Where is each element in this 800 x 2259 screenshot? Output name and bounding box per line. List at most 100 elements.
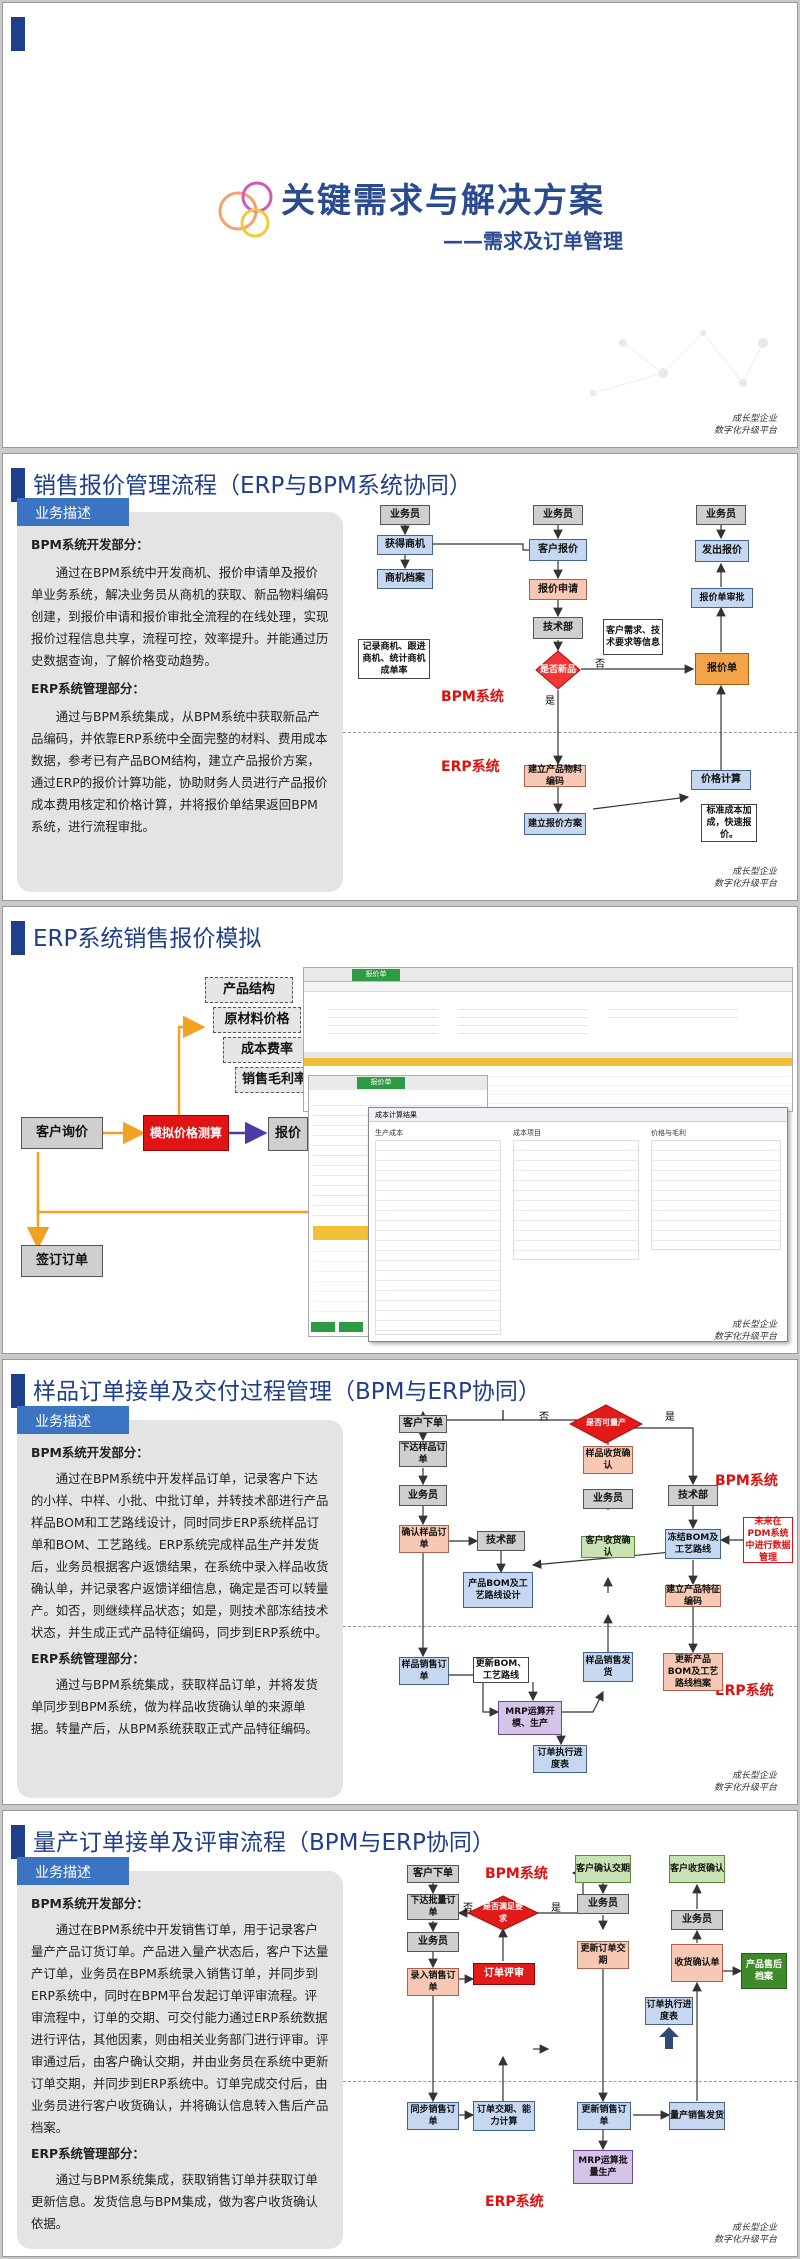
label-erp: ERP系统 [441, 759, 500, 775]
node-confirm-sheet: 收货确认单 [671, 1944, 723, 1982]
dialog-col-1: 生产成本 [375, 1129, 403, 1137]
erp-heading: ERP系统管理部分： [31, 1651, 145, 1666]
node-salesman-3: 业务员 [696, 505, 746, 525]
slide-title: 量产订单接单及评审流程（BPM与ERP协同） [33, 1830, 495, 1856]
node-tech: 技术部 [477, 1531, 525, 1551]
cover-title: 关键需求与解决方案 [281, 181, 605, 221]
rings-logo [218, 181, 273, 238]
node-update-order: 更新销售订单 [577, 2102, 631, 2130]
decision-is-new-label: 是否新品 [539, 665, 576, 675]
description-tag: 业务描述 [17, 498, 129, 526]
node-salesman-2: 业务员 [533, 505, 583, 525]
description-tag: 业务描述 [17, 1406, 129, 1434]
system-divider [343, 732, 797, 733]
erp-heading: ERP系统管理部分： [31, 2146, 145, 2161]
node-customer-confirm: 客户确认交期 [575, 1855, 631, 1883]
decision-is-pass-label: 是否满足要求 [483, 1902, 523, 1923]
bpm-text: 通过在BPM系统中开发样品订单，记录客户下达的小样、中样、小批、中批订单，并转技… [31, 1471, 329, 1640]
title-bar-accent [11, 921, 25, 955]
system-divider [343, 1626, 797, 1627]
label-bpm: BPM系统 [715, 1473, 778, 1489]
note-opportunity: 记录商机、跟进商机、统计商机成单率 [358, 639, 430, 679]
node-update-bom: 更新BOM、工艺路线 [473, 1657, 529, 1683]
node-customer-order: 客户下单 [399, 1415, 447, 1433]
dialog-col-3: 价格与毛利 [651, 1129, 686, 1137]
node-new-product-bom: 更新产品BOM及工艺路线档案 [663, 1653, 723, 1691]
node-salesman-3: 业务员 [671, 1910, 723, 1930]
node-exec-report: 订单执行进度表 [645, 1997, 693, 2025]
erp-text: 通过与BPM系统集成，获取样品订单，并将发货单同步到BPM系统，做为样品收货确认… [31, 1677, 318, 1736]
flow-arrows [428, 1868, 743, 2151]
node-customer-receipt: 客户收货确认 [581, 1536, 635, 1558]
node-receipt-confirm: 客户收货确认 [669, 1855, 725, 1883]
node-create-plan: 建立报价方案 [524, 813, 586, 835]
system-divider [343, 2081, 797, 2082]
description-tag: 业务描述 [17, 1857, 129, 1885]
node-after-sale: 产品售后档案 [741, 1953, 787, 1989]
decor-dots [590, 330, 768, 396]
node-customer-order: 客户下单 [407, 1865, 459, 1883]
slide-mass-order: 量产订单接单及评审流程（BPM与ERP协同） BPM系统开发部分： 通过在BPM… [2, 1810, 798, 2257]
bpm-heading: BPM系统开发部分： [31, 1445, 149, 1460]
node-customer-quote: 客户报价 [529, 539, 587, 561]
erp-text: 通过与BPM系统集成，获取销售订单并获取订单更新信息。发货信息与BPM集成，做为… [31, 2172, 318, 2231]
node-sample-ship: 样品销售发货 [583, 1652, 633, 1682]
node-quote-partial: 报价 [268, 1117, 308, 1151]
note-pdm: 未来在PDM系统中进行数据管理 [743, 1517, 793, 1563]
bpm-heading: BPM系统开发部分： [31, 1896, 149, 1911]
tab-quote[interactable]: 报价单 [352, 969, 400, 981]
slide-title: 样品订单接单及交付过程管理（BPM与ERP协同） [33, 1379, 541, 1405]
up-arrow-icon [659, 2027, 679, 2049]
description-panel: BPM系统开发部分： 通过在BPM系统中开发商机、报价申请单及报价单业务系统，解… [17, 512, 343, 892]
label-yes: 是 [665, 1412, 675, 1423]
node-salesman: 业务员 [380, 505, 430, 525]
node-send-quote: 发出报价 [695, 540, 749, 562]
node-quote-request: 报价申请 [529, 579, 587, 600]
node-tech-2: 技术部 [668, 1485, 718, 1506]
node-place-order: 下达批量订单 [407, 1894, 459, 1920]
label-no: 否 [539, 1412, 549, 1423]
node-quote-sheet: 报价单 [695, 653, 749, 685]
title-bar-accent [11, 1825, 25, 1859]
note-calc: 标准成本加成，快速报价。 [701, 804, 757, 842]
bpm-text: 通过在BPM系统中开发商机、报价申请单及报价单业务系统，解决业务员从商机的获取、… [31, 565, 329, 668]
label-no: 否 [595, 659, 605, 670]
node-review: 订单评审 [473, 1963, 535, 1985]
node-get-opportunity: 获得商机 [377, 535, 433, 555]
decision-is-mass-label: 是否可量产 [586, 1418, 626, 1427]
description-panel: BPM系统开发部分： 通过在BPM系统中开发销售订单，用于记录客户量产产品订货订… [17, 1871, 343, 2249]
node-create-code: 建立产品物料编码 [524, 765, 586, 787]
node-simulate: 模拟价格测算 [143, 1115, 229, 1151]
slide-erp-quote-sim: ERP系统销售报价模拟 客户询价 模拟价格测算 签订订单 产品结构 原材料价格 … [2, 906, 798, 1354]
dialog-col-2: 成本项目 [513, 1129, 541, 1137]
decision-is-pass [467, 1895, 539, 1931]
label-erp: ERP系统 [485, 2194, 544, 2210]
label-yes: 是 [545, 696, 555, 707]
node-mrp: MRP运算开模、生产 [498, 1701, 562, 1735]
label-bpm: BPM系统 [485, 1866, 548, 1882]
node-sync-order: 同步销售订单 [407, 2102, 459, 2130]
slide-title: ERP系统销售报价模拟 [33, 926, 262, 952]
node-enter-order: 录入销售订单 [407, 1968, 459, 1996]
slide-sample-order: 样品订单接单及交付过程管理（BPM与ERP协同） BPM系统开发部分： 通过在B… [2, 1359, 798, 1805]
label-erp: ERP系统 [715, 1683, 774, 1699]
tab-quote-2[interactable]: 报价单 [357, 1077, 405, 1089]
node-sample-sales-order: 样品销售订单 [399, 1657, 449, 1685]
node-opportunity-file: 商机档案 [377, 569, 433, 589]
dialog-title: 成本计算结果 [369, 1108, 787, 1122]
node-salesman-2: 业务员 [583, 1489, 633, 1509]
node-bom-design: 产品BOM及工艺路线设计 [463, 1572, 533, 1608]
label-no: 否 [463, 1903, 473, 1914]
label-yes: 是 [551, 1903, 561, 1914]
node-add-bom: 冻结BOM及工艺路线 [665, 1529, 721, 1559]
node-tech: 技术部 [533, 617, 583, 639]
node-exec-report: 订单执行进度表 [533, 1745, 587, 1773]
note-request: 客户需求、技术要求等信息 [603, 619, 663, 655]
erp-text: 通过与BPM系统集成，从BPM系统中获取新品产品编码，并依靠ERP系统中全面完整… [31, 709, 328, 834]
cost-dialog: 成本计算结果 生产成本 成本项目 价格与毛利 [368, 1107, 788, 1342]
node-create-feature: 建立产品特征编码 [665, 1585, 721, 1607]
slide-quote-process: 销售报价管理流程（ERP与BPM系统协同） BPM系统开发部分： 通过在BPM系… [2, 453, 798, 901]
node-price-calc: 价格计算 [691, 770, 751, 790]
node-sample-order-place: 下达样品订单 [399, 1441, 447, 1467]
slide-footer: 成长型企业数字化升级平台 [713, 867, 777, 889]
